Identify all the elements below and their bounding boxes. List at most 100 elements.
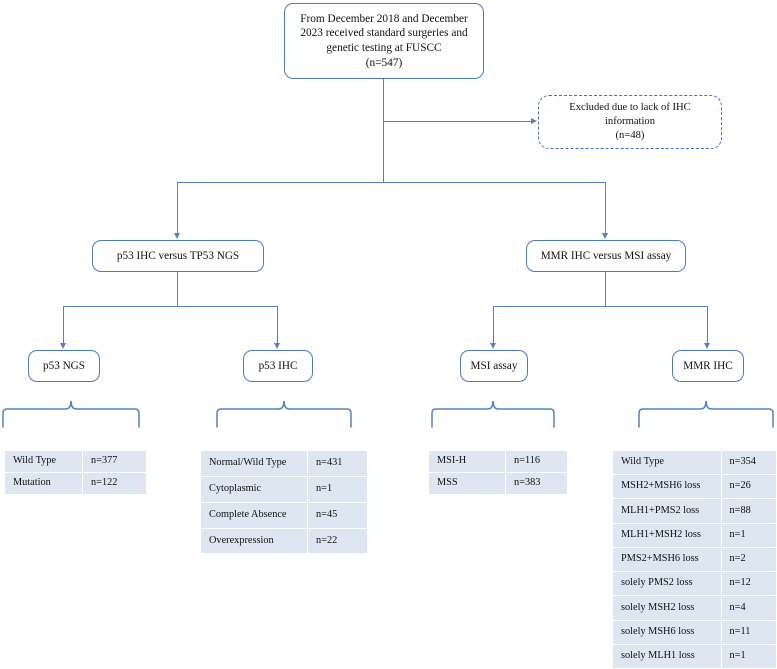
- node-enrollment: From December 2018 and December 2023 rec…: [284, 3, 484, 79]
- node-mmr-arm: MMR IHC versus MSI assay: [526, 240, 686, 272]
- connector-p53-arm-stem: [177, 272, 179, 306]
- node-excluded-line1: Excluded due to lack of IHC: [569, 102, 691, 114]
- row-value: n=354: [720, 449, 777, 476]
- connector-mmr-arm-stem: [605, 272, 607, 306]
- connector-root-trunk: [383, 79, 385, 183]
- row-label: MSS: [428, 471, 506, 495]
- node-p53-ihc: p53 IHC: [243, 350, 313, 382]
- row-value: n=1: [720, 522, 777, 548]
- connector-to-mmr-ihc: [707, 306, 709, 344]
- connector-excluded-horizontal: [383, 121, 531, 123]
- node-enrollment-line4: (n=547): [365, 56, 403, 69]
- node-p53-ngs: p53 NGS: [28, 350, 100, 382]
- arrow-to-mmr-arm: [602, 233, 608, 239]
- row-value: n=122: [82, 471, 147, 495]
- node-enrollment-line2: 2023 received standard surgeries and: [300, 27, 468, 40]
- node-p53-arm-label: p53 IHC versus TP53 NGS: [116, 249, 240, 262]
- arrow-to-msi-assay: [490, 343, 496, 349]
- arrow-to-p53-ngs: [60, 343, 66, 349]
- row-value: n=431: [307, 450, 368, 477]
- row-label: solely MSH2 loss: [612, 595, 722, 621]
- node-excluded: Excluded due to lack of IHC information …: [538, 95, 722, 149]
- node-mmr-ihc: MMR IHC: [672, 350, 744, 382]
- row-value: n=377: [82, 450, 147, 473]
- row-value: n=116: [505, 450, 568, 473]
- row-label: MLH1+MSH2 loss: [612, 522, 722, 548]
- node-msi-assay-label: MSI assay: [470, 359, 518, 372]
- node-enrollment-line3: genetic testing at FUSCC: [326, 42, 442, 54]
- row-value: n=383: [505, 471, 568, 495]
- row-label: Normal/Wild Type: [200, 450, 308, 477]
- connector-to-mmr-arm: [605, 182, 607, 234]
- arrow-to-p53-arm: [174, 233, 180, 239]
- row-value: n=4: [720, 595, 777, 621]
- row-label: MSI-H: [428, 450, 506, 473]
- connector-to-msi-assay: [493, 306, 495, 344]
- node-msi-assay: MSI assay: [460, 350, 528, 382]
- arrow-to-excluded: [531, 118, 537, 124]
- connector-split-bar-level1: [177, 182, 606, 184]
- row-label: Complete Absence: [200, 501, 308, 529]
- node-p53-arm: p53 IHC versus TP53 NGS: [92, 240, 264, 272]
- node-mmr-arm-label: MMR IHC versus MSI assay: [540, 249, 672, 262]
- row-value: n=1: [720, 643, 777, 669]
- row-value: n=22: [307, 527, 368, 555]
- row-value: n=26: [720, 474, 777, 500]
- row-label: solely MSH6 loss: [612, 619, 722, 645]
- arrow-to-p53-ihc: [274, 343, 280, 349]
- connector-to-p53-ngs: [63, 306, 65, 344]
- node-p53-ngs-label: p53 NGS: [43, 359, 85, 372]
- brace-p53-ngs: [1, 400, 142, 428]
- row-label: Mutation: [4, 471, 83, 495]
- row-value: n=2: [720, 546, 777, 573]
- node-p53-ihc-label: p53 IHC: [258, 359, 298, 372]
- node-excluded-line3: (n=48): [615, 129, 645, 141]
- node-excluded-line2: information: [604, 116, 655, 128]
- row-label: PMS2+MSH6 loss: [612, 546, 722, 573]
- node-mmr-ihc-label: MMR IHC: [683, 359, 733, 372]
- row-label: MLH1+PMS2 loss: [612, 498, 722, 524]
- brace-p53-ihc: [215, 400, 355, 428]
- arrow-to-mmr-ihc: [704, 343, 710, 349]
- row-label: Cytoplasmic: [200, 475, 308, 503]
- connector-to-p53-arm: [177, 182, 179, 234]
- row-label: Overexpression: [200, 527, 308, 555]
- row-label: solely PMS2 loss: [612, 571, 722, 597]
- brace-mmr-ihc: [637, 400, 777, 428]
- row-value: n=45: [307, 501, 368, 529]
- brace-msi-assay: [430, 400, 558, 428]
- row-value: n=12: [720, 571, 777, 597]
- connector-mmr-split-bar: [493, 306, 708, 308]
- row-value: n=11: [720, 619, 777, 645]
- row-value: n=1: [307, 475, 368, 503]
- row-value: n=88: [720, 498, 777, 524]
- row-label: Wild Type: [4, 450, 83, 473]
- node-enrollment-line1: From December 2018 and December: [300, 12, 468, 25]
